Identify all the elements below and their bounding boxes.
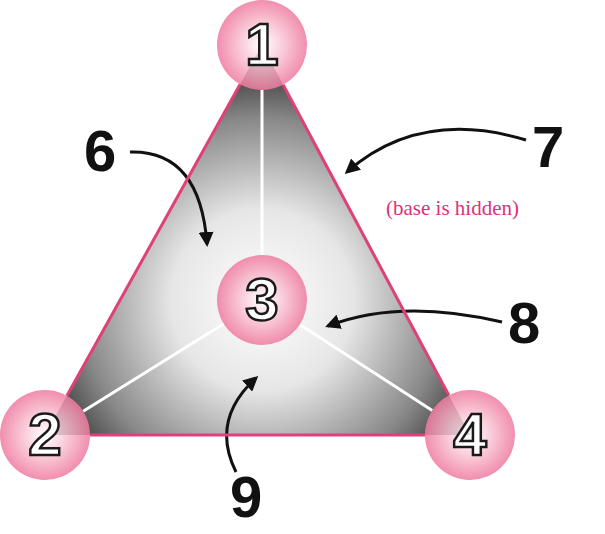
tetrahedron-edge	[261, 90, 264, 255]
tetrahedron-edge	[83, 324, 224, 411]
vertex-number: 4	[425, 390, 515, 480]
callout-number: 9	[230, 468, 262, 526]
vertex-ball: 4	[425, 390, 515, 480]
vertex-ball: 3	[217, 255, 307, 345]
tetrahedron-edge	[90, 434, 425, 437]
vertex-ball: 2	[0, 390, 90, 480]
note-text: (base is hidden)	[386, 198, 519, 219]
tetrahedron-faces	[45, 45, 470, 435]
leader-line	[328, 311, 502, 326]
vertex-number: 1	[217, 0, 307, 90]
tetrahedron-edge	[67, 84, 240, 395]
ball-circle	[217, 0, 307, 90]
ball-circle	[217, 255, 307, 345]
vertex-ball: 1	[217, 0, 307, 90]
tetrahedron-edge	[300, 324, 433, 410]
vertex-number: 2	[0, 390, 90, 480]
tetrahedron-edge	[283, 85, 449, 396]
leader-line	[227, 378, 256, 472]
vertex-number: 3	[217, 255, 307, 345]
callout-number: 7	[532, 118, 564, 176]
ball-circle	[425, 390, 515, 480]
leader-line	[347, 129, 526, 172]
ball-circle	[0, 390, 90, 480]
callout-number: 8	[508, 294, 540, 352]
callout-number: 6	[84, 122, 116, 180]
